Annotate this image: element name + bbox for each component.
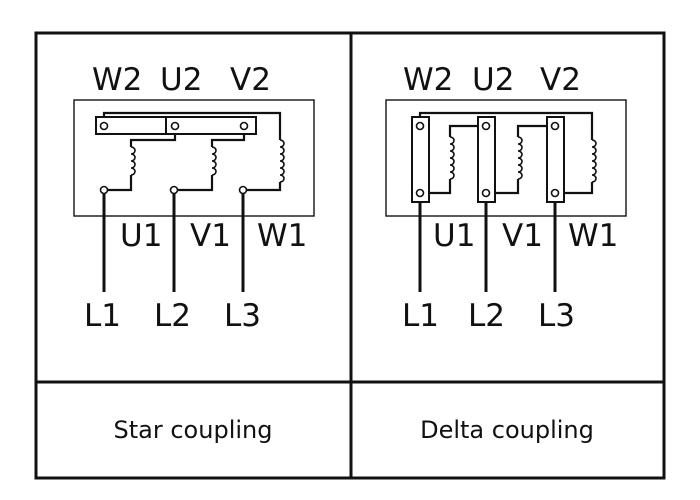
delta-label-l1: L1 [402,298,439,334]
delta-winding-u-bottom [429,179,452,195]
delta-label-l2: L2 [468,298,505,334]
star-terminal-w1 [238,185,248,195]
star-terminal-v1 [169,185,179,195]
star-terminal-box [73,99,315,217]
star-terminal-w2 [99,121,109,131]
star-label-v1: V1 [190,218,231,254]
delta-winding-w-bottom [564,182,594,195]
delta-winding-v-bottom [495,179,520,195]
delta-label-w2: W2 [403,62,453,98]
delta-panel: W2 U2 V2 U1 V1 W1 L1 L2 [385,62,627,444]
star-label-l1: L1 [84,298,121,334]
star-label-l3: L3 [224,298,261,334]
star-label-l2: L2 [154,298,191,334]
delta-terminal-u1 [415,188,425,198]
delta-coil-u [449,136,455,180]
delta-label-u2: U2 [472,62,514,98]
star-label-u1: U1 [120,218,162,254]
delta-coil-v [517,136,523,180]
star-panel: W2 U2 V2 U1 V1 W1 L1 L2 [73,62,315,444]
delta-top-wire [418,111,594,132]
star-bridge-bar-2 [165,116,257,135]
star-coil-u [130,146,136,176]
star-caption: Star coupling [114,416,273,444]
star-winding-v-bottom [178,175,214,192]
star-terminal-u2 [170,121,180,131]
delta-label-l3: L3 [538,298,575,334]
star-terminal-u1 [99,185,109,195]
star-winding-w-bottom [247,182,282,192]
delta-terminal-u2 [481,121,491,131]
star-label-w1: W1 [257,218,307,254]
delta-label-v2: V2 [540,62,581,98]
delta-terminal-box [385,99,627,217]
star-terminal-v2 [239,121,249,131]
delta-winding-u-top [448,124,478,137]
delta-terminal-v2 [550,121,560,131]
delta-label-u1: U1 [433,218,475,254]
star-label-u2: U2 [160,62,202,98]
star-winding-v-top [210,134,246,147]
delta-terminal-w1 [550,188,560,198]
star-coil-w [279,139,285,183]
delta-coil-w [591,139,597,183]
delta-winding-v-top [516,124,547,137]
delta-label-v1: V1 [502,218,543,254]
star-label-v2: V2 [230,62,271,98]
delta-terminal-w2 [415,121,425,131]
delta-caption: Delta coupling [420,416,594,444]
delta-label-w1: W1 [568,218,618,254]
star-label-w2: W2 [92,62,142,98]
star-winding-u-top [129,134,177,147]
star-winding-u-bottom [108,175,133,192]
star-coil-v [211,146,217,176]
delta-terminal-v1 [481,188,491,198]
